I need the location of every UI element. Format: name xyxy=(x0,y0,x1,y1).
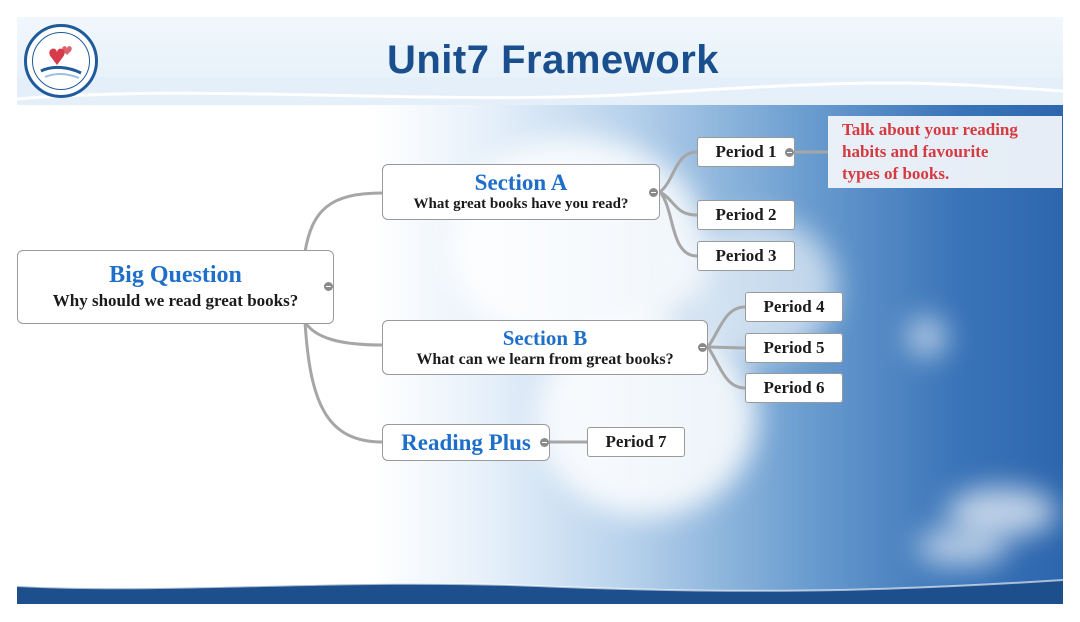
connector-root-section-a xyxy=(303,191,383,253)
connector-root-section-b xyxy=(303,321,383,347)
connector-root-reading-plus xyxy=(303,321,383,444)
connector-section-b-period-6 xyxy=(706,346,746,390)
footer-wave xyxy=(17,579,1063,604)
section-b-node[interactable]: Section B What can we learn from great b… xyxy=(382,320,708,375)
period-4-node[interactable]: Period 4 xyxy=(745,292,843,322)
cloud xyxy=(907,317,947,357)
section-a-heading: Section A xyxy=(474,170,568,195)
collapse-icon[interactable] xyxy=(698,343,707,352)
root-heading: Big Question xyxy=(109,262,242,288)
section-a-node[interactable]: Section A What great books have you read… xyxy=(382,164,660,220)
section-a-question: What great books have you read? xyxy=(413,196,629,212)
connector-section-b-period-5 xyxy=(707,345,746,350)
reading-plus-heading: Reading Plus xyxy=(401,430,531,455)
school-logo xyxy=(24,24,98,98)
slide-title: Unit7 Framework xyxy=(386,38,720,82)
period-5-node[interactable]: Period 5 xyxy=(745,333,843,363)
period-6-node[interactable]: Period 6 xyxy=(745,373,843,403)
period-1-note[interactable]: Talk about your reading habits and favou… xyxy=(828,116,1062,188)
note-line: habits and favourite xyxy=(842,142,989,161)
root-node-big-question[interactable]: Big Question Why should we read great bo… xyxy=(17,250,334,324)
connector-section-a-period-1 xyxy=(658,150,698,194)
collapse-icon[interactable] xyxy=(785,148,794,157)
period-2-node[interactable]: Period 2 xyxy=(697,200,795,230)
reading-plus-node[interactable]: Reading Plus xyxy=(382,424,550,461)
section-b-heading: Section B xyxy=(502,326,588,350)
period-1-node[interactable]: Period 1 xyxy=(697,137,795,167)
section-b-question: What can we learn from great books? xyxy=(416,351,674,368)
period-7-node[interactable]: Period 7 xyxy=(587,427,685,457)
connector-section-b-period-4 xyxy=(706,305,746,348)
collapse-icon[interactable] xyxy=(649,188,658,197)
note-line: types of books. xyxy=(842,164,950,183)
header-wave xyxy=(17,77,1063,101)
root-question: Why should we read great books? xyxy=(52,291,299,310)
period-3-node[interactable]: Period 3 xyxy=(697,241,795,271)
collapse-icon[interactable] xyxy=(540,438,549,447)
cloud xyxy=(917,527,1007,567)
connector-section-a-period-3 xyxy=(658,191,698,258)
note-line: Talk about your reading xyxy=(842,120,1018,139)
heart-logo-icon xyxy=(40,46,82,79)
collapse-icon[interactable] xyxy=(324,282,333,291)
